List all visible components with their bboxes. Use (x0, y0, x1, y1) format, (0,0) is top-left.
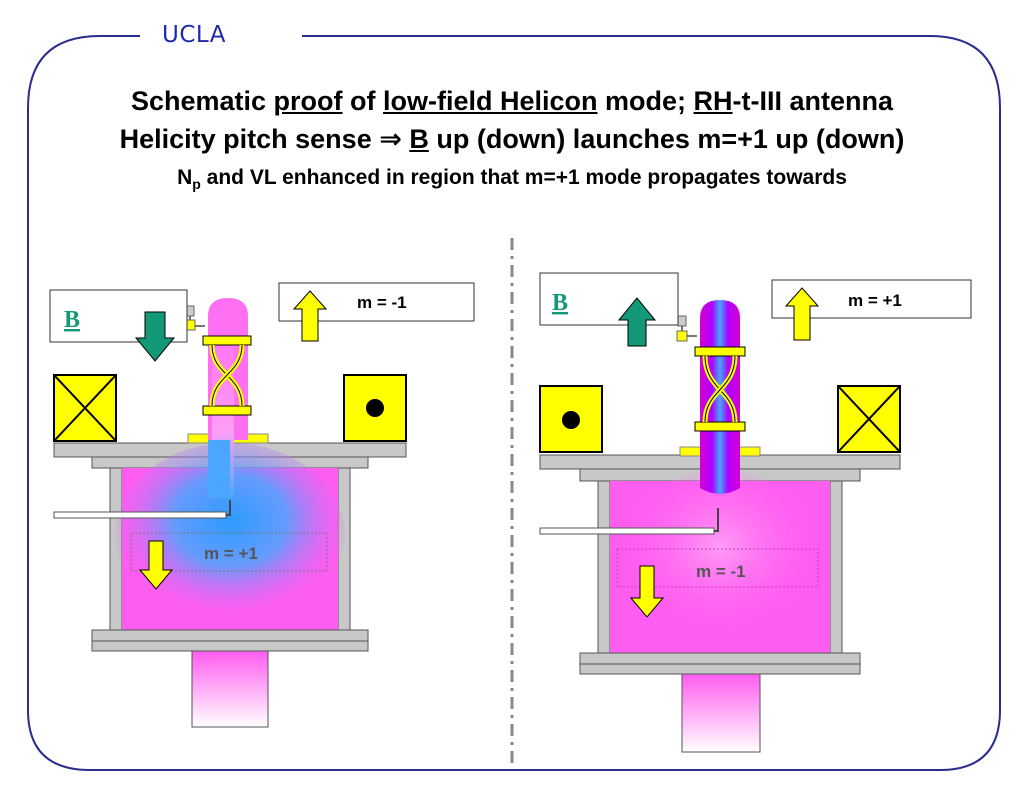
right-field-box (539, 272, 679, 326)
subtitle: Np and VL enhanced in region that m=+1 m… (177, 166, 847, 193)
right-chamber-wall-right (829, 480, 843, 654)
title-line-1: Schematic proof of low-field Helicon mod… (130, 86, 894, 116)
right-lower-mode-label: m = -1 (696, 562, 746, 581)
left-bottom-flange (91, 629, 369, 642)
left-coil-dot (343, 374, 407, 442)
right-panel: B m = +1 m = -1 (539, 272, 972, 753)
implies-arrow-icon: ⇒ (379, 124, 402, 154)
right-chamber-wall-left (597, 480, 611, 654)
down-arrow-icon (629, 565, 665, 618)
right-bottom-flange (579, 652, 861, 665)
down-arrow-icon (138, 540, 174, 590)
right-antenna (676, 315, 746, 432)
right-coil-cross (837, 385, 901, 453)
title-line-2: Helicity pitch sense ⇒ B up (down) launc… (119, 124, 905, 154)
left-field-arrow-icon (134, 311, 176, 362)
left-density-peak (115, 443, 345, 627)
ucla-logo: UCLA (162, 22, 226, 48)
right-lower-mode-box (616, 548, 819, 588)
left-antenna (184, 305, 252, 416)
left-coil-cross (53, 374, 117, 442)
right-probe (539, 508, 719, 535)
left-lower-mode-box (130, 532, 328, 572)
left-upper-mode-label: m = -1 (357, 293, 407, 312)
up-arrow-icon (292, 290, 328, 342)
left-panel: B m = -1 m = +1 (49, 282, 475, 728)
right-ripple-pattern (620, 470, 820, 640)
right-field-label: B (552, 290, 568, 316)
left-lower-mode-label: m = +1 (204, 544, 258, 563)
left-extension-tube (191, 650, 269, 728)
left-field-label: B (64, 307, 80, 333)
right-extension-tube (681, 673, 761, 753)
right-upper-mode-label: m = +1 (848, 291, 902, 310)
frame-border (27, 35, 1001, 771)
right-field-arrow-icon (617, 297, 657, 347)
left-probe (53, 500, 231, 519)
right-coil-dot (539, 385, 603, 453)
up-arrow-icon (784, 287, 820, 341)
